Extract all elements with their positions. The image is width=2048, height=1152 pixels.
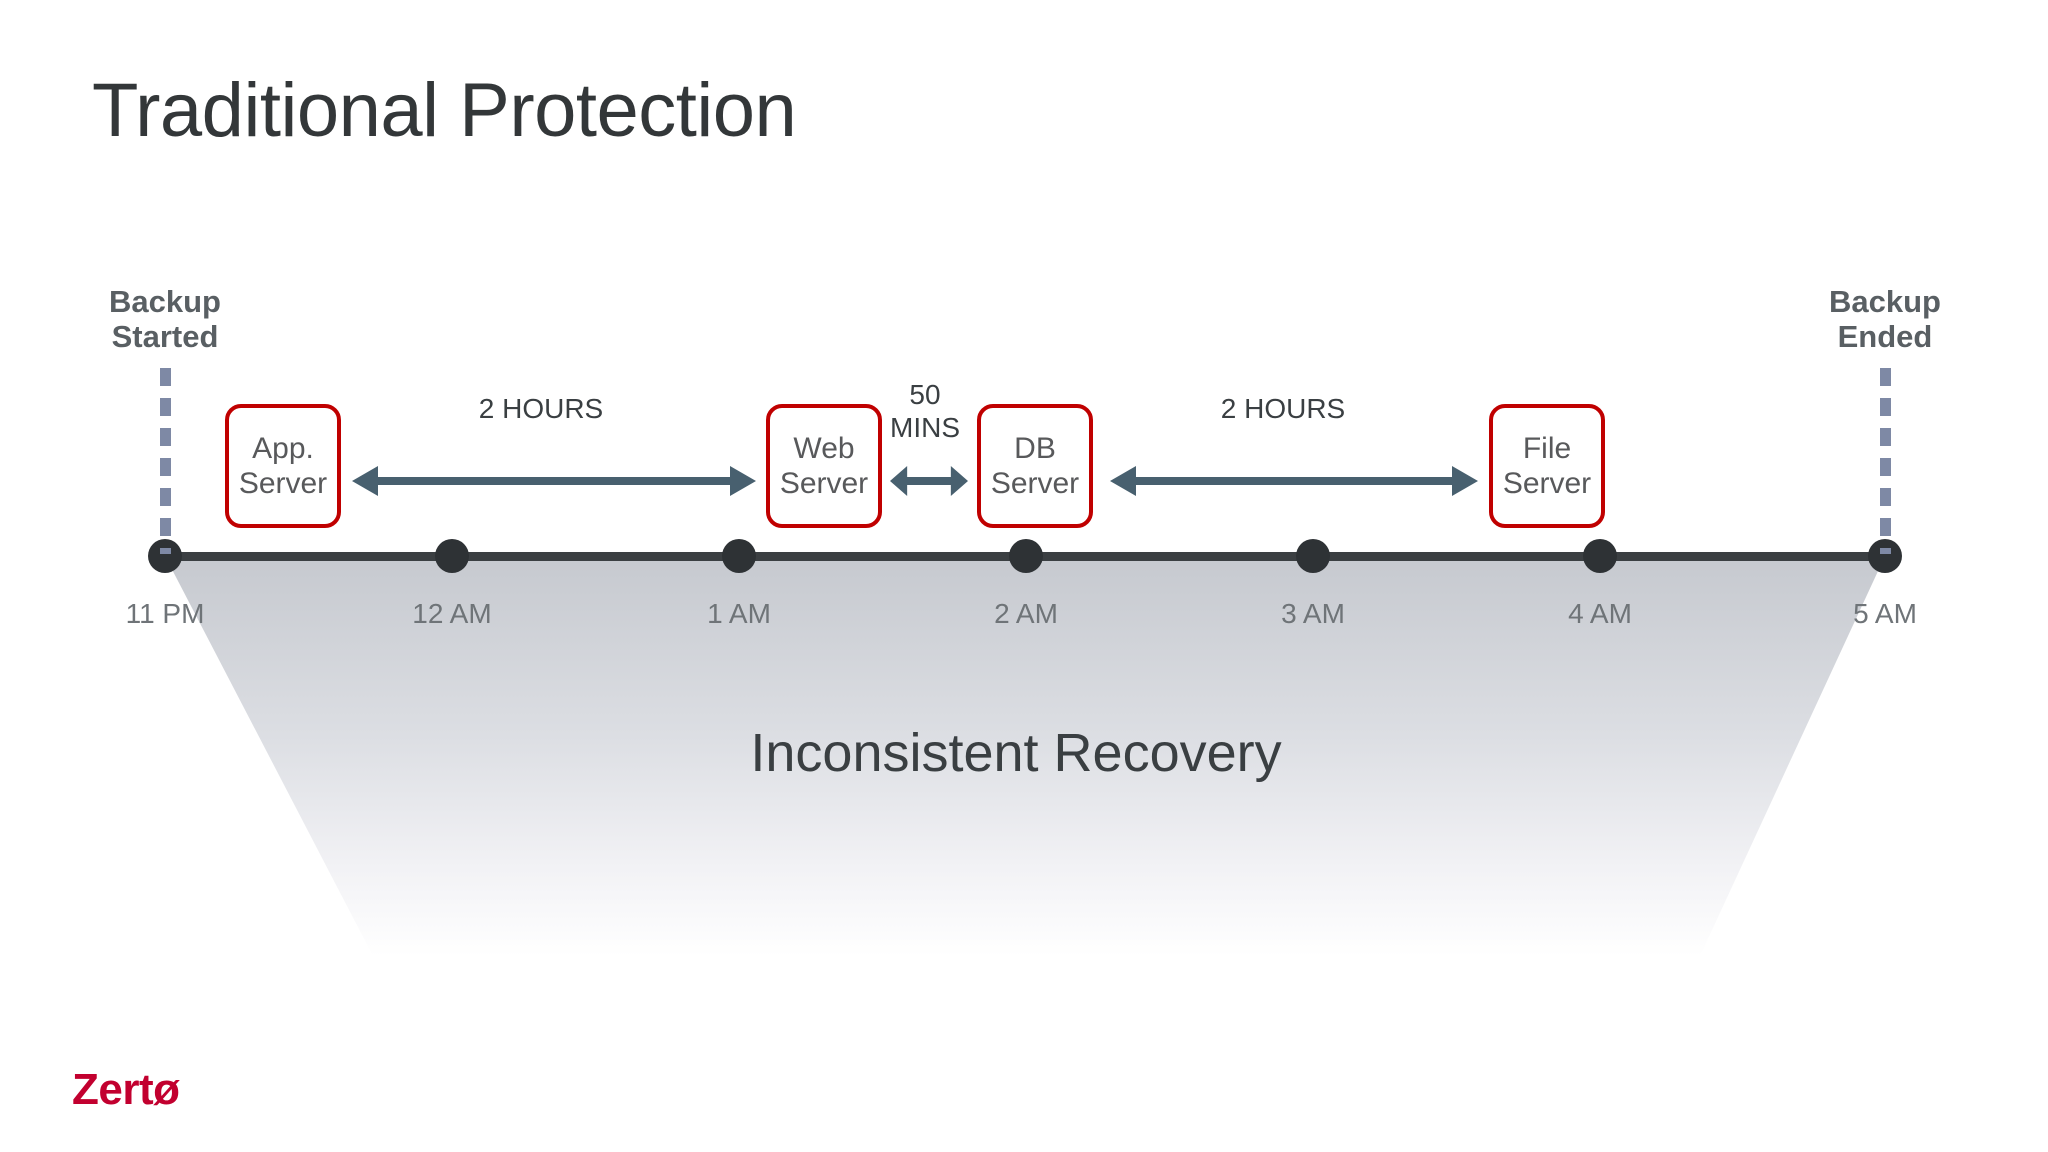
timeline-time-label: 3 AM (1281, 598, 1345, 629)
timeline-time-label: 5 AM (1853, 598, 1917, 629)
server-box-label-line2: Server (990, 467, 1080, 500)
server-box-label-line1: File (1522, 431, 1572, 465)
timeline-time-label: 4 AM (1568, 598, 1632, 629)
inconsistent-recovery-zone (0, 556, 2048, 956)
backup-marker-label-line2: Ended (1837, 318, 1933, 354)
backup-marker-line-started (160, 368, 171, 554)
gap-duration-label-db-to-file: 2 HOURS (1221, 392, 1345, 425)
timeline-dot (1296, 539, 1330, 573)
recovery-trapezoid-shape (165, 556, 1885, 956)
server-box-app[interactable]: App.Server (225, 404, 341, 528)
gap-duration-line1: 2 HOURS (1220, 393, 1346, 424)
double-headed-arrow-icon (890, 466, 968, 496)
gap-arrow-db-to-file (1110, 466, 1478, 496)
recovery-zone-label-text: Inconsistent Recovery (750, 723, 1282, 783)
backup-marker-line-ended (1880, 368, 1891, 554)
server-box-label-line2: Server (779, 467, 869, 500)
backup-marker-label-line1: Backup (109, 284, 221, 319)
gap-duration-label-app-to-web: 2 HOURS (479, 392, 603, 425)
recovery-zone-label: Inconsistent Recovery (0, 722, 2048, 784)
timeline-time-label: 11 PM (125, 598, 205, 629)
gap-arrow-app-to-web (352, 466, 756, 496)
gap-arrow-web-to-db (890, 466, 968, 496)
double-headed-arrow-icon (352, 466, 756, 496)
server-box-label-line1: Web (793, 431, 855, 465)
double-headed-arrow-icon (1110, 466, 1478, 496)
timeline-dot (435, 539, 469, 573)
gap-duration-line2: MINS (890, 412, 960, 444)
timeline-time-label: 2 AM (994, 598, 1058, 629)
timeline-dot (1009, 539, 1043, 573)
timeline-time-label: 1 AM (707, 598, 771, 629)
timeline-dot (722, 539, 756, 573)
server-box-label-line2: Server (1502, 467, 1592, 500)
zerto-logo: Zertø (72, 1065, 180, 1114)
backup-marker-label-line2: Started (111, 318, 219, 354)
server-box-label-line2: Server (238, 467, 328, 500)
server-box-label-line1: DB (1014, 431, 1056, 465)
page-title: Traditional Protection (92, 68, 797, 153)
backup-marker-label-line1: Backup (1829, 284, 1941, 319)
gap-duration-line1: 2 HOURS (478, 393, 604, 424)
timeline-time-label: 12 AM (412, 598, 492, 629)
server-box-label-line1: App. (252, 431, 314, 465)
gap-duration-line1: 50 (909, 379, 941, 410)
timeline-dot (1583, 539, 1617, 573)
